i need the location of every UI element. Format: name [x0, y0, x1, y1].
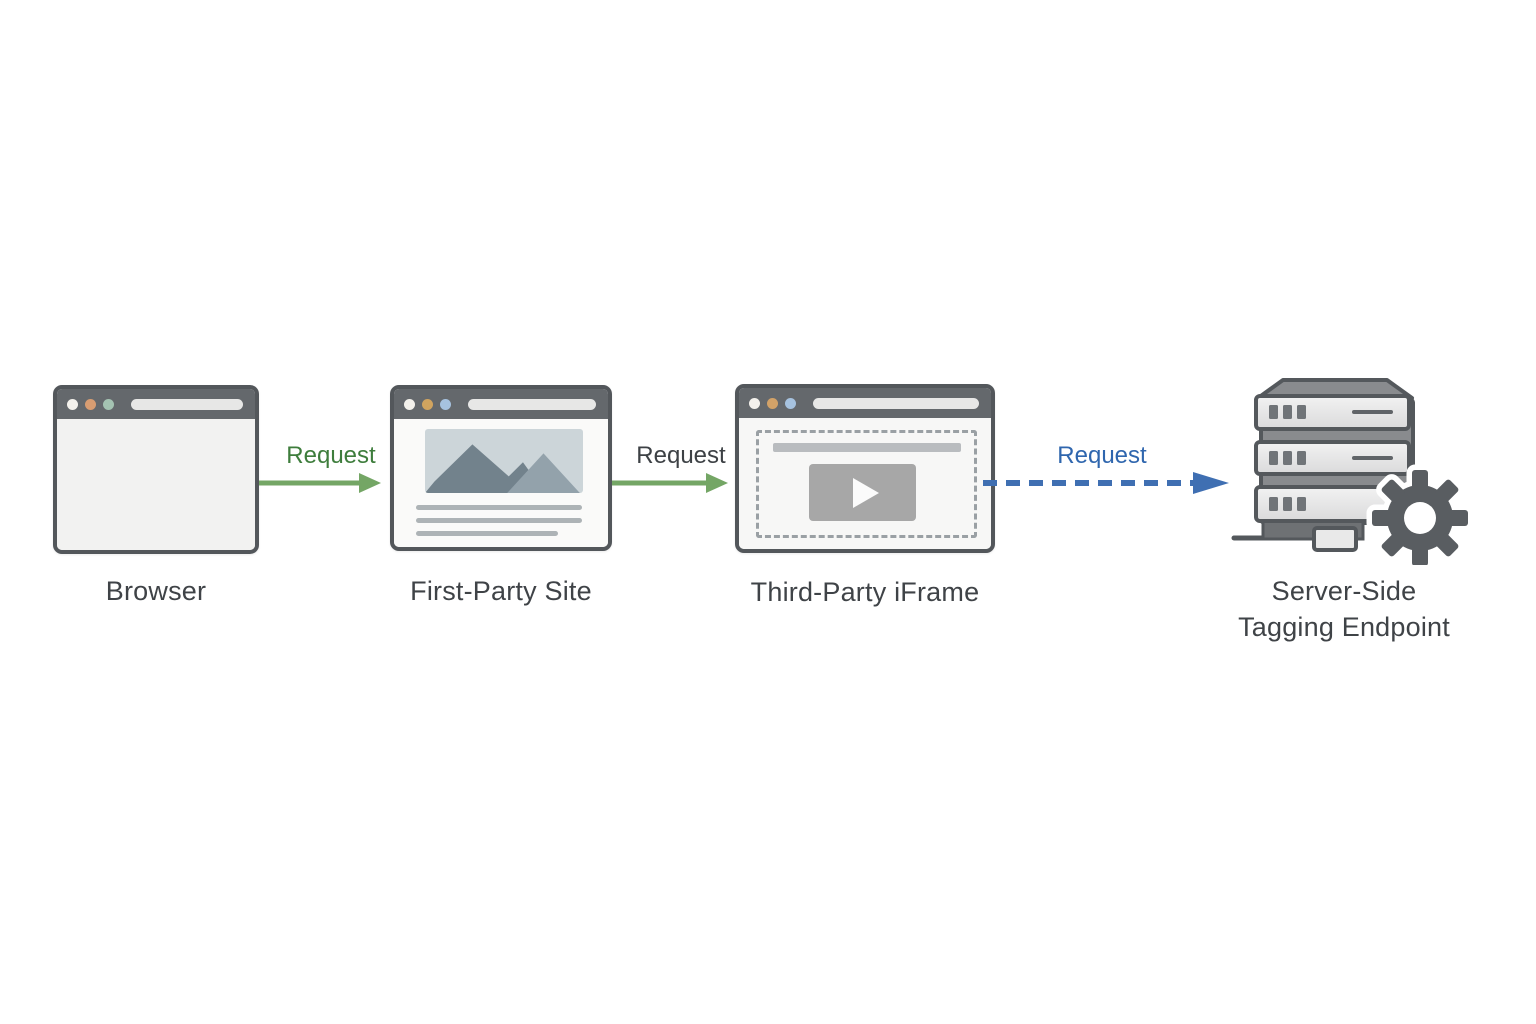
iframe-dashed-boundary	[756, 430, 977, 538]
rack-unit	[1254, 440, 1411, 476]
node-label-first-party-site: First-Party Site	[410, 576, 592, 606]
address-bar	[131, 398, 243, 410]
play-icon	[853, 477, 879, 508]
text-line	[416, 518, 582, 523]
node-label-browser: Browser	[105, 576, 207, 606]
arrow-label-request-1: Request	[286, 442, 376, 469]
window-dot-icon	[422, 398, 433, 410]
video-player-icon	[809, 464, 916, 521]
iframe-header-bar	[773, 443, 961, 452]
node-label-server-side-tagging-endpoint: Server-Side Tagging Endpoint	[1224, 573, 1464, 645]
thirdparty-page-content	[739, 418, 991, 549]
browser-titlebar	[57, 389, 255, 419]
window-dot-icon	[785, 397, 796, 409]
firstparty-titlebar	[394, 389, 608, 419]
arrow-label-request-3: Request	[1057, 442, 1147, 469]
iframe-video-icon	[735, 384, 995, 553]
server-label-line1: Server-Side	[1271, 576, 1417, 606]
gear-icon	[1372, 470, 1468, 565]
module-box-icon	[1312, 526, 1358, 552]
rack-unit	[1254, 394, 1411, 431]
window-dot-icon	[440, 398, 451, 410]
server-label-line2: Tagging Endpoint	[1238, 612, 1450, 642]
browser-window-icon	[53, 385, 259, 554]
address-bar	[468, 398, 596, 410]
window-dot-icon	[749, 397, 760, 409]
text-line	[416, 505, 582, 510]
window-dot-icon	[404, 398, 415, 410]
server-stack-icon	[1231, 378, 1470, 565]
thirdparty-titlebar	[739, 388, 991, 418]
window-dot-icon	[67, 398, 78, 410]
window-dot-icon	[767, 397, 778, 409]
firstparty-page-content	[394, 419, 608, 547]
window-dot-icon	[103, 398, 114, 410]
webpage-icon	[390, 385, 612, 551]
arrow-thirdparty-to-server	[983, 472, 1229, 494]
arrow-firstparty-to-thirdparty	[612, 473, 728, 493]
arrow-label-request-2: Request	[636, 442, 726, 469]
text-line	[416, 531, 558, 536]
arrow-browser-to-firstparty	[259, 473, 381, 493]
node-label-third-party-iframe: Third-Party iFrame	[750, 577, 980, 607]
address-bar	[813, 397, 979, 409]
browser-empty-page	[57, 419, 255, 550]
image-placeholder-icon	[425, 429, 583, 493]
window-dot-icon	[85, 398, 96, 410]
